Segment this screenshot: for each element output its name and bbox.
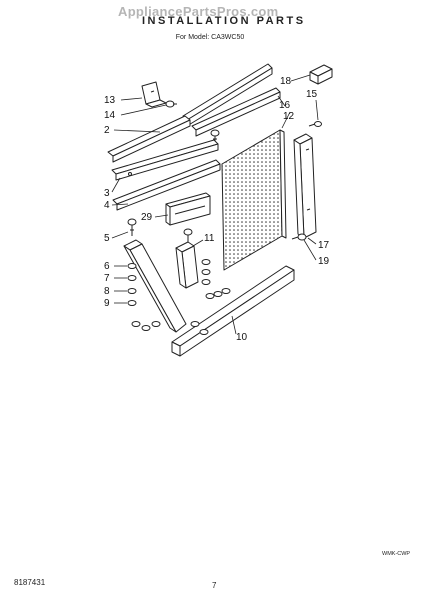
part-12-panel	[221, 129, 287, 271]
part-13-bracket	[141, 81, 167, 108]
right-side-channel	[293, 133, 317, 239]
left-washers	[127, 263, 137, 306]
middle-washers	[201, 259, 231, 299]
part-14-screw	[165, 100, 177, 108]
callout-10: 10	[236, 332, 248, 343]
page-number: 7	[212, 581, 217, 590]
callout-13: 13	[104, 95, 116, 106]
callout-16: 16	[279, 100, 291, 111]
left-leg	[123, 239, 187, 333]
callout-18: 18	[280, 76, 292, 87]
part-5-screw	[127, 218, 137, 236]
callout-11: 11	[204, 233, 215, 244]
part-10-bottom-rail	[171, 265, 295, 357]
watermark-text: AppliancePartsPros.com	[118, 4, 279, 19]
part-2-rail	[107, 115, 191, 163]
callout-9: 9	[104, 298, 110, 309]
callout-29: 29	[141, 212, 153, 223]
leader-lines	[111, 74, 319, 335]
part-11-bracket	[175, 241, 199, 289]
callout-2: 2	[104, 125, 110, 136]
part-11-screw	[183, 228, 193, 242]
part-16-rail	[191, 87, 281, 137]
callout-4: 4	[104, 200, 110, 211]
callout-19: 19	[318, 256, 330, 267]
callout-7: 7	[104, 273, 110, 284]
part-4-rail	[112, 159, 221, 211]
model-subtitle: For Model: CA3WC50	[175, 34, 245, 41]
page-title: INSTALLATION PARTS	[142, 15, 306, 27]
callout-14: 14	[104, 110, 116, 121]
bottom-washers	[131, 321, 209, 335]
part-17-screw	[291, 233, 307, 241]
part-3-rail	[111, 139, 219, 181]
part-15-screw	[308, 121, 322, 127]
callout-6: 6	[104, 261, 110, 272]
callout-5: 5	[104, 233, 110, 244]
callout-3: 3	[104, 188, 110, 199]
part-18-block	[309, 64, 333, 85]
part-29-foam-block	[165, 192, 211, 226]
callout-12: 12	[283, 111, 295, 122]
diagram-code: WMK-CWP	[382, 551, 411, 557]
callout-15: 15	[306, 89, 318, 100]
callout-17: 17	[318, 240, 330, 251]
callout-8: 8	[104, 286, 110, 297]
part-number-code: 8187431	[14, 578, 46, 587]
